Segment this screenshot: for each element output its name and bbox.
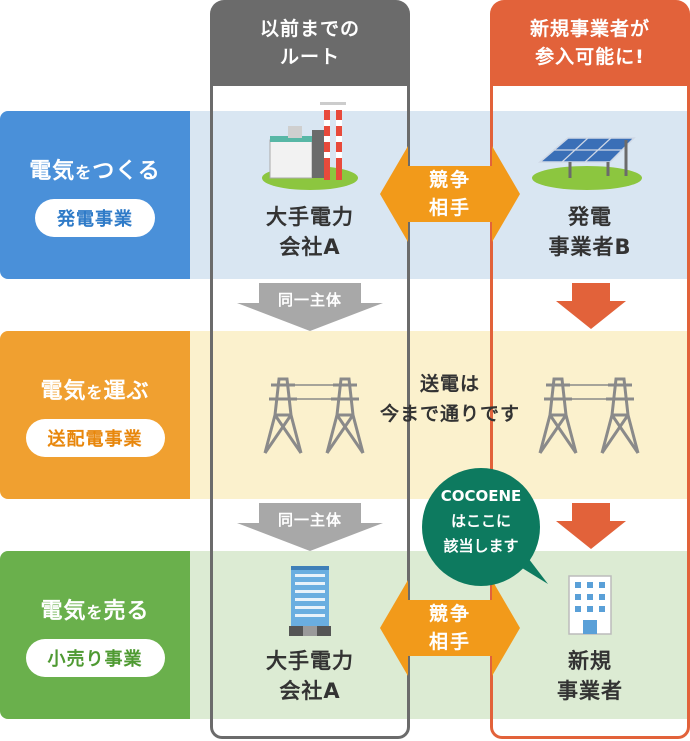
transmission-note: 送電は今まで通りです — [379, 373, 520, 425]
power-plant-icon — [262, 102, 358, 190]
new-entrant-line1: 新規事業者が — [529, 18, 650, 40]
previous-route-line1: 以前までの — [259, 18, 360, 40]
generation-title: 電気をつくる — [29, 159, 161, 184]
new-entrant-header: 新規事業者が 参入可能に! — [490, 0, 690, 86]
cocoene-callout: COCOENE はここに 該当します — [422, 468, 540, 586]
retail-pill: 小売り事業 — [25, 639, 165, 677]
previous-route-line2: ルート — [279, 46, 340, 68]
cocoene-callout-bubble — [422, 468, 548, 586]
same-entity-label-1: 同一主体 — [277, 291, 342, 309]
transmission-pill: 送配電事業 — [25, 419, 165, 457]
same-entity-arrow-2 — [237, 503, 383, 551]
compete-label-bottom: 競争相手 — [428, 603, 471, 653]
gen-company-b: 発電事業者B — [548, 205, 632, 259]
retail-new-entrant: 新規事業者 — [557, 649, 623, 703]
solar-panel-icon — [532, 137, 642, 190]
transmission-tower-icon-right — [538, 377, 640, 454]
generation-label: 電気をつくる 発電事業 — [0, 111, 190, 279]
same-entity-arrow-1 — [237, 283, 383, 331]
retail-title: 電気を売る — [40, 599, 150, 624]
retail-label: 電気を売る 小売り事業 — [0, 551, 190, 719]
new-building-icon — [568, 575, 612, 635]
transmission-tower-icon-left — [263, 377, 365, 454]
compete-arrow-bottom — [380, 580, 520, 676]
down-arrow-gen — [556, 283, 626, 329]
transmission-row-bg — [190, 331, 690, 499]
callout-brand: COCOENE — [440, 487, 522, 505]
transmission-label: 電気を運ぶ 送配電事業 — [0, 331, 190, 499]
down-arrow-transmission — [556, 503, 626, 549]
generation-pill: 発電事業 — [35, 199, 155, 237]
previous-route-header: 以前までの ルート — [210, 0, 410, 86]
retail-company-a: 大手電力会社A — [266, 649, 354, 703]
new-entrant-frame — [490, 86, 690, 739]
previous-route-frame — [210, 86, 410, 739]
compete-label-top: 競争相手 — [428, 169, 471, 219]
new-entrant-line2: 参入可能に! — [535, 46, 645, 68]
transmission-row: 電気を運ぶ 送配電事業 — [0, 331, 690, 499]
gen-company-a: 大手電力会社A — [266, 205, 354, 259]
same-entity-label-2: 同一主体 — [277, 511, 342, 529]
transmission-title: 電気を運ぶ — [40, 379, 150, 404]
office-building-icon — [289, 566, 331, 636]
compete-arrow-top — [380, 146, 520, 242]
